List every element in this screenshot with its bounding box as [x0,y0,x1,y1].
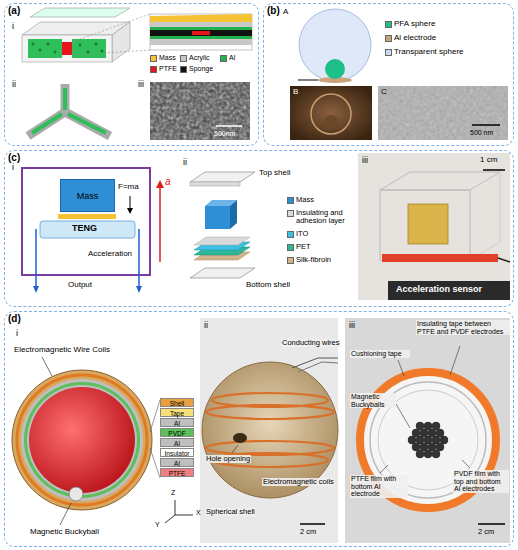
legend-swatch [150,66,157,73]
layer-tag: Al [160,438,194,447]
layer-tag: PTFE [160,468,194,477]
panel-letter: (a) [8,5,20,16]
part-label: Bottom shell [246,281,290,290]
layer-tag: Al [160,458,194,467]
block-label: Mass [77,191,99,201]
part-label: A [283,8,288,17]
legend-swatch [385,21,392,28]
legend-entry: Insulating and adhesion layer [287,209,358,226]
part-label: F=ma [118,183,139,192]
legend-entry: Transparent sphere [385,48,464,57]
legend-text: Transparent sphere [394,48,464,57]
legend-entry: Al electrode [385,34,436,43]
legend-text: Acrylic [189,54,210,62]
part-label: PVDF film with top and bottom Al electro… [453,470,509,493]
part-label: TENG [72,224,97,234]
legend-entry: Al [220,54,235,62]
part-label: iii [138,80,144,90]
part-label: Magnetic Buckyball [30,528,99,537]
part-label: Electromagnetic coils [262,478,335,486]
part-label: Z [171,489,175,497]
layer-tag: Tape [160,408,194,417]
part-label: Acceleration sensor [396,285,482,295]
part-label: Output [68,281,92,290]
part-label: iii [349,321,355,331]
panel-letter: (c) [8,152,20,163]
part-label: Insulating tape between PTFE and PVDF el… [416,320,510,335]
legend-entry: Silk-fibroin [287,256,358,264]
part-label: Acceleration [88,250,132,259]
part-label: X [196,509,201,517]
part-label: 500 nm [470,129,493,137]
part-label: Conducting wires [281,339,341,347]
legend-text: Al [229,54,235,62]
legend-entry: PFA sphere [385,20,435,29]
mass-block: Mass [60,179,115,212]
part-label: PTFE film with bottom Al electrode [350,475,408,498]
part-label: a [165,176,171,187]
layer-tag: Shell [160,398,194,407]
part-label: 2 cm [300,528,316,536]
legend-text: PET [296,243,358,251]
legend-text: Sponge [189,65,213,73]
part-label: 500nm [214,130,235,138]
part-label: Cushioning tape [350,350,410,358]
part-label: ii [12,80,16,90]
legend-swatch [287,244,294,251]
legend-entry: PET [287,243,358,251]
layer-tag: PVDF [160,428,194,437]
part-label: Top shell [259,169,291,178]
legend-text: ITO [296,230,358,238]
part-label: 2 cm [478,528,494,536]
legend-swatch [180,66,187,73]
part-label: Y [155,521,160,529]
panel-frame: (a) [4,3,259,146]
panel-letter: (d) [8,313,21,324]
legend-swatch [385,49,392,56]
part-label: Magnetic Buckyballs [350,393,396,408]
part-label: i [12,22,14,32]
legend-entry: Mass [287,196,358,204]
layer-tag: Al [160,418,194,427]
legend-entry: Mass [150,54,176,62]
legend-swatch [180,55,187,62]
legend-swatch [287,197,294,204]
part-label: Hole opening [205,455,251,463]
legend-text: PTFE [159,65,177,73]
part-label: C [381,88,387,97]
legend-entry: PTFE [150,65,177,73]
legend-text: Mass [296,196,358,204]
legend-swatch [385,35,392,42]
part-label: Electromagnetic Wire Coils [14,346,110,355]
part-label: ii [183,158,187,168]
legend-entry: ITO [287,230,358,238]
part-label: Spherical shell [205,508,256,516]
legend-text: PFA sphere [394,20,435,29]
legend-swatch [287,257,294,264]
legend-swatch [287,231,294,238]
legend-text: Silk-fibroin [296,256,358,264]
legend-swatch [220,55,227,62]
part-label: i [12,163,14,173]
legend-entry: Acrylic [180,54,210,62]
legend-swatch [287,210,294,217]
part-label: ii [204,321,208,331]
legend-entry: Sponge [180,65,213,73]
legend-text: Insulating and adhesion layer [296,209,358,226]
part-label: iii [362,156,368,166]
legend-text: Mass [159,54,176,62]
part-label: 1 cm [480,156,497,165]
panel-letter: (b) [267,5,280,16]
part-label: i [16,329,18,339]
legend-swatch [150,55,157,62]
part-label: B [293,88,298,97]
layer-tag: Insulator [160,448,194,457]
legend-text: Al electrode [394,34,436,43]
